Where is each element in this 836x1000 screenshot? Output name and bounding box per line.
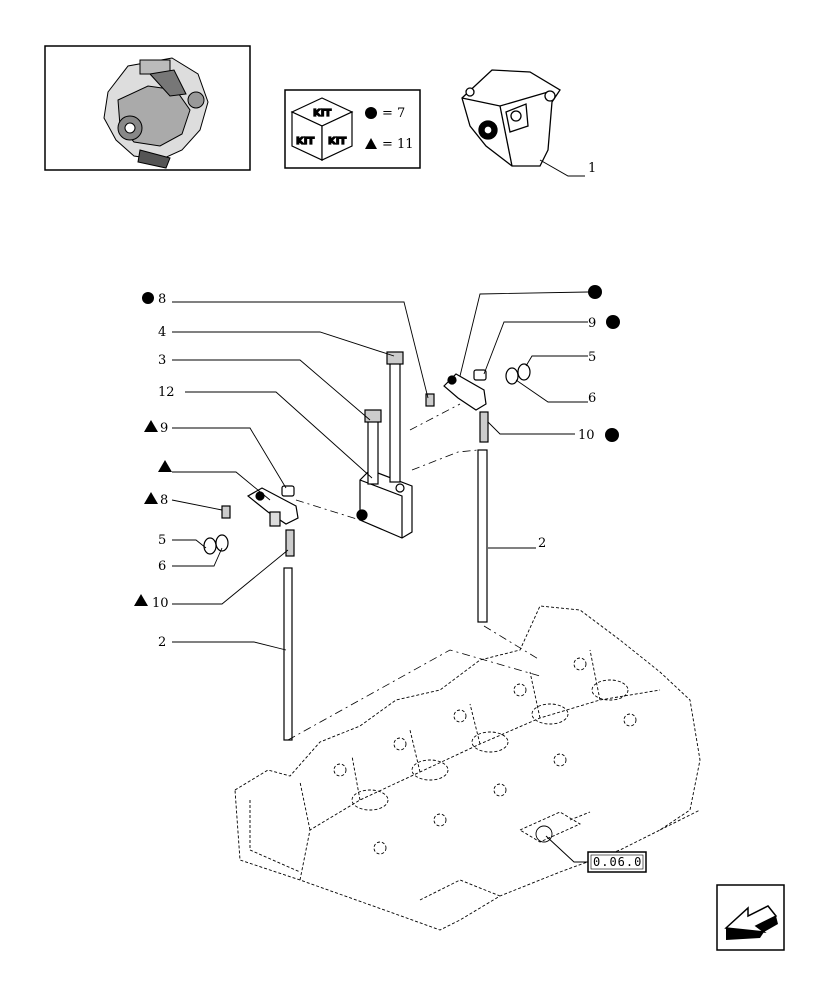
callout-1: 1 [588, 161, 596, 176]
callout-6-right: 6 [588, 391, 596, 406]
rocker-support-icon [461, 69, 561, 167]
kit-circle-count: = 7 [382, 106, 405, 121]
kit-cube-icon: KIT KIT KIT [290, 97, 354, 161]
triangle-marker-icon [365, 138, 377, 149]
callout-8-circle: 8 [158, 292, 166, 307]
callout-9-triangle: 9 [160, 421, 168, 436]
callout-2-right: 2 [538, 536, 546, 551]
circle-marker-icon [588, 285, 602, 299]
reference-box-label: 0.06.0 [593, 855, 642, 869]
circle-marker-icon [365, 107, 377, 119]
left-rocker-arm [203, 485, 299, 741]
circle-marker-icon [142, 292, 154, 304]
callout-9-circle: 9 [588, 316, 596, 331]
callout-5-left: 5 [158, 533, 166, 548]
triangle-marker-icon [144, 420, 158, 432]
callout-2-left: 2 [158, 635, 166, 650]
leader-lines [171, 291, 589, 651]
svg-text:KIT: KIT [313, 108, 331, 119]
triangle-marker-icon [158, 460, 172, 472]
callout-8-triangle: 8 [160, 493, 168, 508]
kit-triangle-count: = 11 [382, 137, 414, 152]
alignment-lines [287, 403, 541, 741]
callout-10-triangle: 10 [152, 596, 169, 611]
triangle-marker-icon [144, 492, 158, 504]
callout-12: 12 [158, 385, 175, 400]
engine-thumbnail [103, 57, 209, 169]
circle-marker-icon [605, 428, 619, 442]
callout-10-circle: 10 [578, 428, 595, 443]
center-bracket [356, 351, 413, 539]
callout-5-right: 5 [588, 350, 596, 365]
next-page-arrow-button[interactable] [716, 884, 785, 951]
callout-3: 3 [158, 353, 166, 368]
svg-text:KIT: KIT [328, 136, 346, 147]
callout-6-left: 6 [158, 559, 166, 574]
reference-box-0-06-0[interactable]: 0.06.0 [587, 851, 647, 873]
circle-marker-icon [606, 315, 620, 329]
svg-text:KIT: KIT [296, 136, 314, 147]
triangle-marker-icon [134, 594, 148, 606]
next-page-arrow-icon [724, 905, 778, 940]
callout-4: 4 [158, 325, 166, 340]
right-rocker-arm [425, 363, 531, 623]
cylinder-head [234, 605, 701, 931]
kit-legend-box: KIT KIT KIT = 7 = 11 [284, 89, 421, 169]
engine-thumbnail-box [44, 45, 251, 171]
